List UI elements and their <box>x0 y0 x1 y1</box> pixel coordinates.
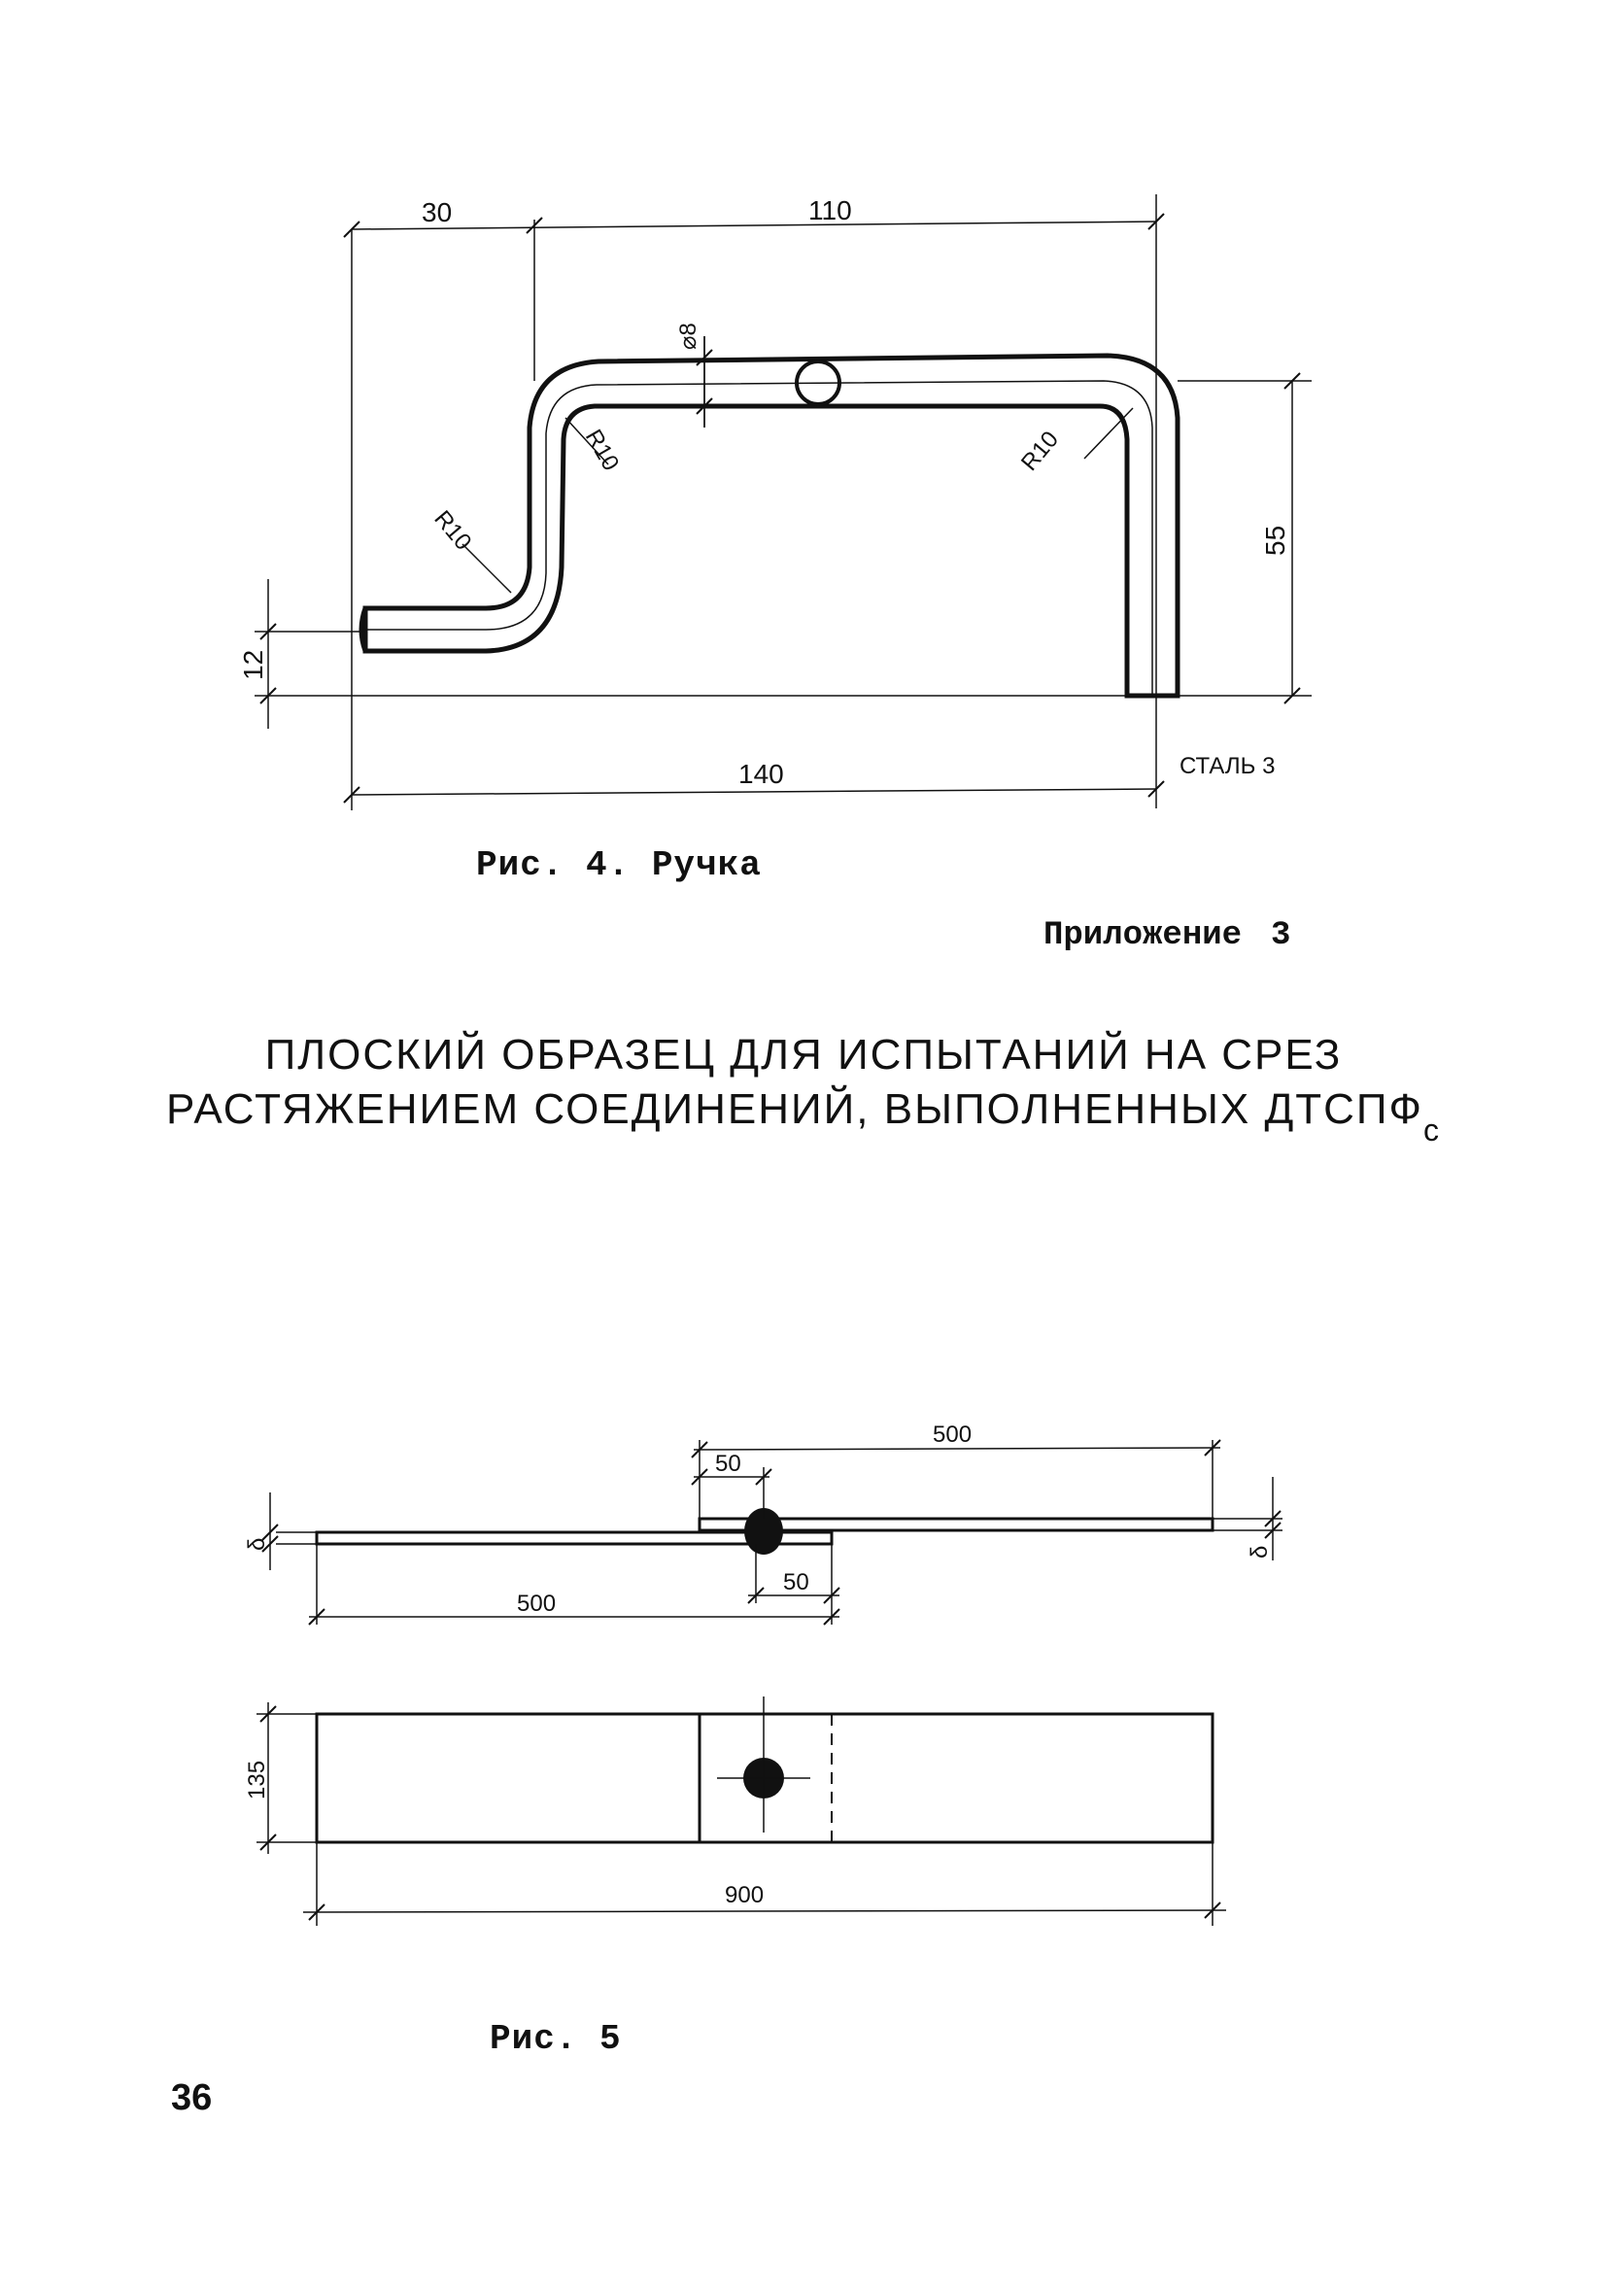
page-number: 36 <box>171 2077 213 2118</box>
dim-total-length: 900 <box>725 1882 764 1908</box>
plan-view-ticks <box>259 1705 1221 1921</box>
figure-4-handle-drawing: 30 110 ⌀8 R10 R10 R10 55 12 140 СТАЛЬ 3 <box>238 194 1312 810</box>
lower-plate-side <box>315 1530 834 1546</box>
appendix-heading: Приложение 3 <box>1043 917 1290 954</box>
dim-bottom-length: 500 <box>517 1591 556 1617</box>
upper-plate-side <box>698 1517 1214 1532</box>
dimension-ticks <box>259 213 1301 804</box>
material-label: СТАЛЬ 3 <box>1180 753 1275 779</box>
side-view-ticks <box>261 1439 1282 1626</box>
figure-5-specimen-drawing: 500 50 50 500 δ δ 135 900 <box>244 1422 1282 1926</box>
dim-radius-lower-left: R10 <box>428 506 476 556</box>
title-line-1: ПЛОСКИЙ ОБРАЗЕЦ ДЛЯ ИСПЫТАНИЙ НА СРЕЗ <box>264 1031 1343 1079</box>
dim-bottom-overlap: 50 <box>783 1569 809 1595</box>
specimen-plan-outline <box>315 1712 1214 1844</box>
dim-height-left: 12 <box>238 650 268 680</box>
plan-view-dimension-lines <box>256 1702 1227 1926</box>
weld-spot-side <box>744 1508 783 1555</box>
dim-top-main: 110 <box>808 195 852 225</box>
dim-radius-upper-left: R10 <box>580 426 624 476</box>
dim-radius-upper-right: R10 <box>1016 427 1064 476</box>
appendix-label: Приложение <box>1043 917 1243 954</box>
handle-left-end <box>359 607 368 652</box>
figure-4-caption: Рис. 4. Ручка <box>476 845 762 885</box>
dim-thickness-left: δ <box>244 1538 270 1551</box>
page-title: ПЛОСКИЙ ОБРАЗЕЦ ДЛЯ ИСПЫТАНИЙ НА СРЕЗ РА… <box>0 1028 1607 1148</box>
dim-top-left: 30 <box>422 197 452 227</box>
dim-top-length: 500 <box>933 1422 972 1448</box>
dim-diameter: ⌀8 <box>675 323 701 350</box>
dim-width: 135 <box>244 1761 270 1799</box>
title-line-2-subscript: с <box>1423 1113 1442 1148</box>
handle-outer-outline <box>362 353 1180 699</box>
dim-top-overlap: 50 <box>715 1451 741 1477</box>
dim-height-right: 55 <box>1260 526 1290 556</box>
rod-section-circle <box>795 360 841 406</box>
title-line-2: РАСТЯЖЕНИЕМ СОЕДИНЕНИЙ, ВЫПОЛНЕННЫХ ДТСП… <box>165 1085 1424 1133</box>
extension-lines <box>255 194 1312 810</box>
figure-5-caption: Рис. 5 <box>490 2019 622 2059</box>
handle-center-line <box>365 380 1153 696</box>
side-view-dimension-lines <box>269 1440 1282 1625</box>
weld-center-lines <box>717 1696 810 1833</box>
appendix-number: 3 <box>1271 917 1291 954</box>
dim-bottom-total: 140 <box>738 759 784 789</box>
dimension-lines <box>267 221 1293 796</box>
dim-thickness-right: δ <box>1247 1546 1273 1559</box>
title-line-2-wrap: РАСТЯЖЕНИЕМ СОЕДИНЕНИЙ, ВЫПОЛНЕННЫХ ДТСП… <box>0 1082 1607 1148</box>
